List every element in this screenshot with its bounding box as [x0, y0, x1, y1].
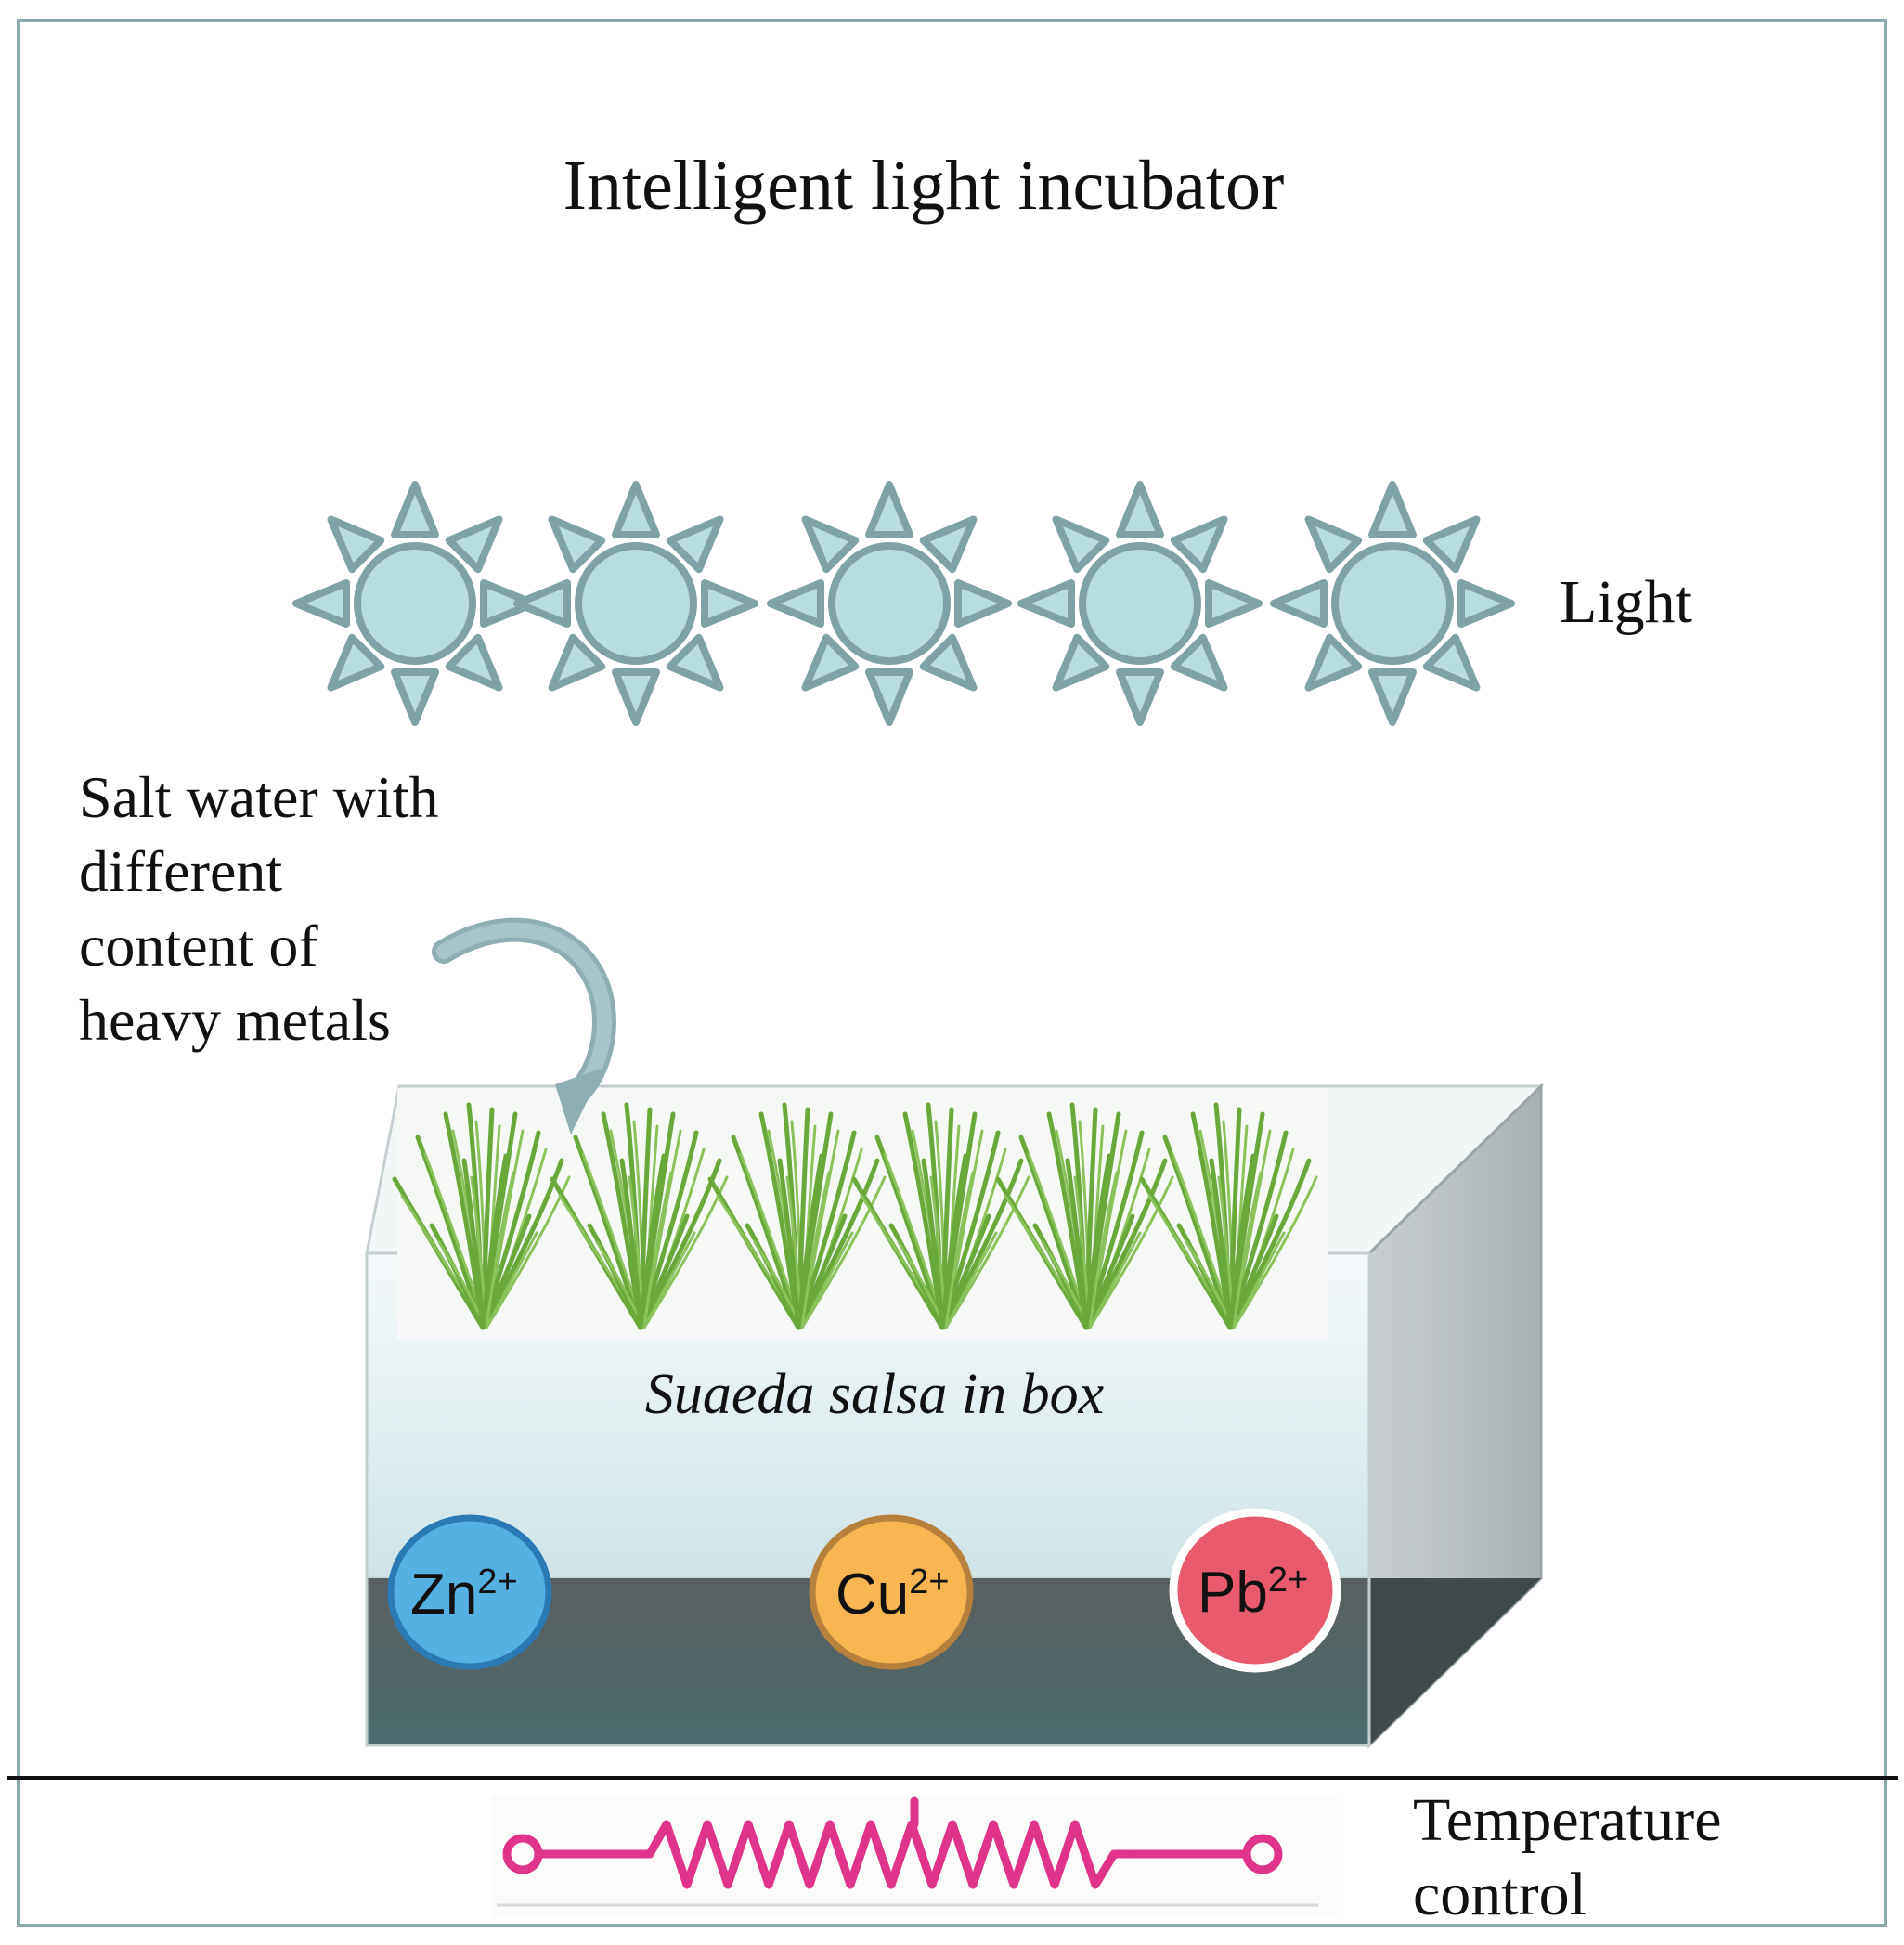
- ion-cu-circle: [809, 1514, 974, 1670]
- temperature-label-line-1: Temperature: [1413, 1786, 1722, 1854]
- salt-water-line-1: Salt water with: [79, 764, 438, 830]
- ion-zn: Zn2+: [387, 1514, 552, 1670]
- salt-water-line-2: different: [79, 838, 282, 904]
- plant-icon: [550, 1102, 729, 1330]
- salt-water-line-3: content of: [79, 913, 318, 979]
- curved-arrow-icon: [432, 917, 616, 1135]
- plant-icon: [995, 1102, 1174, 1330]
- plant-icon: [851, 1102, 1030, 1330]
- light-label: Light: [1560, 568, 1692, 636]
- plant-icon: [392, 1102, 571, 1330]
- ion-zn-symbol: Zn: [410, 1562, 477, 1627]
- ion-pb: Pb2+: [1169, 1508, 1341, 1673]
- ion-zn-charge: 2+: [477, 1562, 517, 1601]
- ion-pb-charge: 2+: [1268, 1561, 1308, 1600]
- box-label: Suaeda salsa in box: [645, 1363, 1105, 1426]
- svg-text:Cu2+: Cu2+: [835, 1562, 950, 1627]
- tank-side-dark: [1369, 1578, 1541, 1745]
- diagram-title: Intelligent light incubator: [563, 147, 1285, 225]
- temperature-label-line-2: control: [1413, 1861, 1587, 1928]
- ion-cu-symbol: Cu: [835, 1562, 909, 1627]
- sun-icon: [292, 481, 538, 726]
- plant-icon: [1139, 1102, 1318, 1330]
- sun-icon: [767, 481, 1012, 726]
- salt-water-line-4: heavy metals: [79, 987, 391, 1053]
- sun-icon: [1017, 481, 1263, 726]
- plant-icon: [707, 1102, 887, 1330]
- sun-icon: [1270, 481, 1515, 726]
- plant-row: [392, 1102, 1318, 1330]
- svg-text:Zn2+: Zn2+: [410, 1562, 518, 1627]
- light-row: [292, 481, 1515, 726]
- sun-icon: [513, 481, 758, 726]
- resistor-icon: [492, 1796, 1337, 1917]
- ion-cu-charge: 2+: [909, 1562, 949, 1601]
- ion-zn-circle: [387, 1514, 552, 1670]
- plant-panel: [397, 1088, 1328, 1339]
- ion-pb-circle: [1169, 1508, 1341, 1673]
- ion-cu: Cu2+: [809, 1514, 974, 1670]
- salt-water-label: Salt water with different content of hea…: [79, 764, 438, 1053]
- ion-pb-symbol: Pb: [1198, 1561, 1268, 1625]
- svg-text:Pb2+: Pb2+: [1198, 1561, 1308, 1625]
